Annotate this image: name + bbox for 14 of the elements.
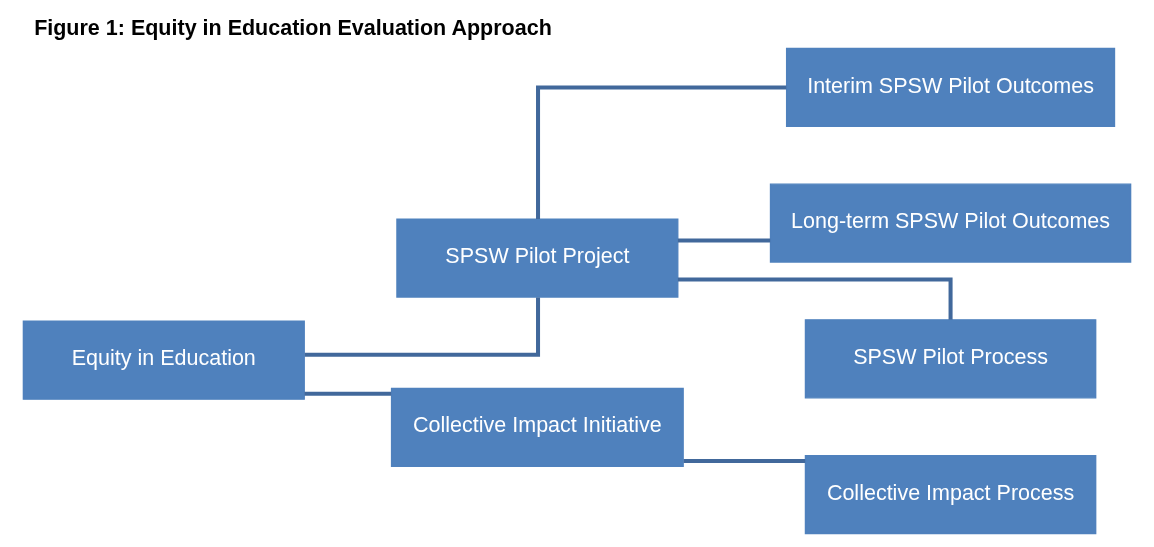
connector [677,238,771,243]
connector [536,85,787,219]
node-box: Collective Impact Process [804,454,1097,535]
diagram-title: Figure 1: Equity in Education Evaluation Approach [34,15,552,40]
connector [683,458,806,463]
connector [304,391,392,396]
node-box: Long-term SPSW Pilot Outcomes [769,183,1132,263]
node-box: Collective Impact Initiative [390,387,684,467]
connector [677,277,953,320]
node-box: SPSW Pilot Project [396,218,679,298]
node-box: Equity in Education [22,320,305,400]
node-box: Interim SPSW Pilot Outcomes [785,47,1116,128]
node-box: SPSW Pilot Process [804,319,1097,399]
connector [304,297,541,357]
